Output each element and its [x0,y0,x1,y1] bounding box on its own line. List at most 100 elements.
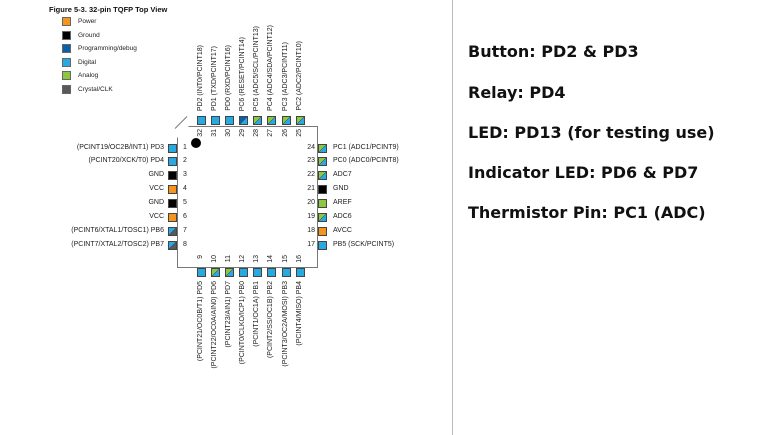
legend-label: Power [78,18,97,25]
pin-9 [196,268,206,277]
pin-number: 16 [295,255,303,263]
pin-number: 28 [252,129,260,137]
legend-label: Ground [78,31,100,39]
pin-number: 11 [224,255,232,263]
pin-number: 10 [210,255,218,263]
pin-label: PD2 (INT0/PCINT18) [196,44,204,111]
legend-swatch [62,71,71,80]
divider [452,0,453,435]
pin-28 [252,116,262,125]
legend-item-prog: Programming/debug [62,44,137,53]
pin-number: 26 [281,129,289,137]
pin-7 [168,226,177,236]
pin-number: 30 [224,129,232,137]
legend-swatch [62,17,71,26]
pin-label: PD1 (TXD/PCINT17) [210,46,218,111]
pin-19 [318,212,327,222]
pin-label: (PCINT19/OC2B/INT1) PD3 [76,143,164,151]
pin-number: 8 [183,240,187,248]
legend-swatch [62,30,71,40]
legend-item-power: Power [62,17,96,26]
pin-number: 23 [307,156,315,164]
legend-swatch [62,57,71,67]
pin-11 [224,268,234,277]
pin-20 [318,198,327,208]
pin-18 [318,226,327,236]
pin-label: AREF [333,198,352,206]
chip-corner-bevel [174,116,188,129]
legend-item-ground: Ground [62,30,100,40]
pin-13 [252,268,262,277]
pin-number: 32 [196,129,204,137]
pin-label: ADC6 [333,212,352,220]
note-thermistor: Thermistor Pin: PC1 (ADC) [468,203,706,222]
pin-number: 29 [238,129,246,137]
chip-body [177,126,318,268]
pin-label: (PCINT22/OC0A/AIN0) PD6 [210,281,218,369]
pin-number: 15 [281,255,289,263]
pin-14 [266,268,276,277]
legend-label: Programming/debug [78,45,137,52]
pin-30 [224,116,234,125]
pin-number: 22 [307,170,315,178]
pin-label: PC0 (ADC0/PCINT8) [333,156,399,164]
pin-number: 7 [183,226,187,234]
figure-title: Figure 5-3. 32-pin TQFP Top View [49,5,168,14]
pin-label: PC3 (ADC3/PCINT11) [281,41,289,111]
pin-label: (PCINT3/OC2A/MOSI) PB3 [281,281,289,367]
legend-swatch [62,44,71,53]
legend-item-crystal: Crystal/CLK [62,84,113,94]
pin-label: PB5 (SCK/PCINT5) [333,240,395,248]
pin-12 [238,268,248,277]
pin-label: VCC [149,184,164,192]
note-button: Button: PD2 & PD3 [468,42,639,61]
pin-label: (PCINT1/OC1A) PB1 [252,281,260,347]
pin-1 [168,143,177,153]
pin-label: ADC7 [333,170,352,178]
pin-5 [168,198,177,208]
pin-label: (PCINT4/MISO) PB4 [295,281,303,346]
pin-31 [210,116,220,125]
pin-10 [210,268,220,277]
pin-number: 20 [307,198,315,206]
pin-label: PC6 (RESET/PCINT14) [238,36,246,111]
pin-number: 18 [307,226,315,234]
pin-label: GND [333,184,349,192]
pin-17 [318,240,327,250]
pin-number: 12 [238,255,246,263]
pin-number: 5 [183,198,187,206]
pin-29 [238,116,248,125]
pin-number: 2 [183,156,187,164]
pin-label: PD0 (RXD/PCINT16) [224,45,232,111]
pin-27 [266,116,276,125]
pin-21 [318,184,327,194]
pin-label: (PCINT21/OC0B/T1) PD5 [196,281,204,362]
pin-number: 27 [266,129,274,137]
pin-label: (PCINT7/XTAL2/TOSC2) PB7 [71,240,164,248]
pin-number: 31 [210,129,218,137]
pin-label: PC5 (ADC5/SCL/PCINT13) [252,25,260,111]
pin-label: (PCINT20/XCK/T0) PD4 [88,156,164,164]
legend-swatch [62,84,71,94]
pin-number: 24 [307,143,315,151]
pin1-indicator-dot [191,138,201,148]
pin-label: GND [148,170,164,178]
pin-label: PC4 (ADC4/SDA/PCINT12) [266,25,274,111]
legend-label: Analog [78,72,99,79]
pin-label: PC1 (ADC1/PCINT9) [333,143,399,151]
pin-label: PC2 (ADC2/PCINT10) [295,41,303,111]
pin-3 [168,170,177,180]
pin-16 [295,268,305,277]
pin-label: AVCC [333,226,352,234]
pin-number: 17 [307,240,315,248]
pin-23 [318,156,327,166]
legend-label: Digital [78,58,97,66]
pin-number: 13 [252,255,260,263]
legend-item-digital: Digital [62,57,97,67]
pin-number: 25 [295,129,303,137]
pin-number: 3 [183,170,187,178]
pin-label: (PCINT23/AIN1) PD7 [224,281,232,348]
pin-32 [196,116,206,125]
legend-item-analog: Analog [62,71,98,80]
note-relay: Relay: PD4 [468,83,566,102]
